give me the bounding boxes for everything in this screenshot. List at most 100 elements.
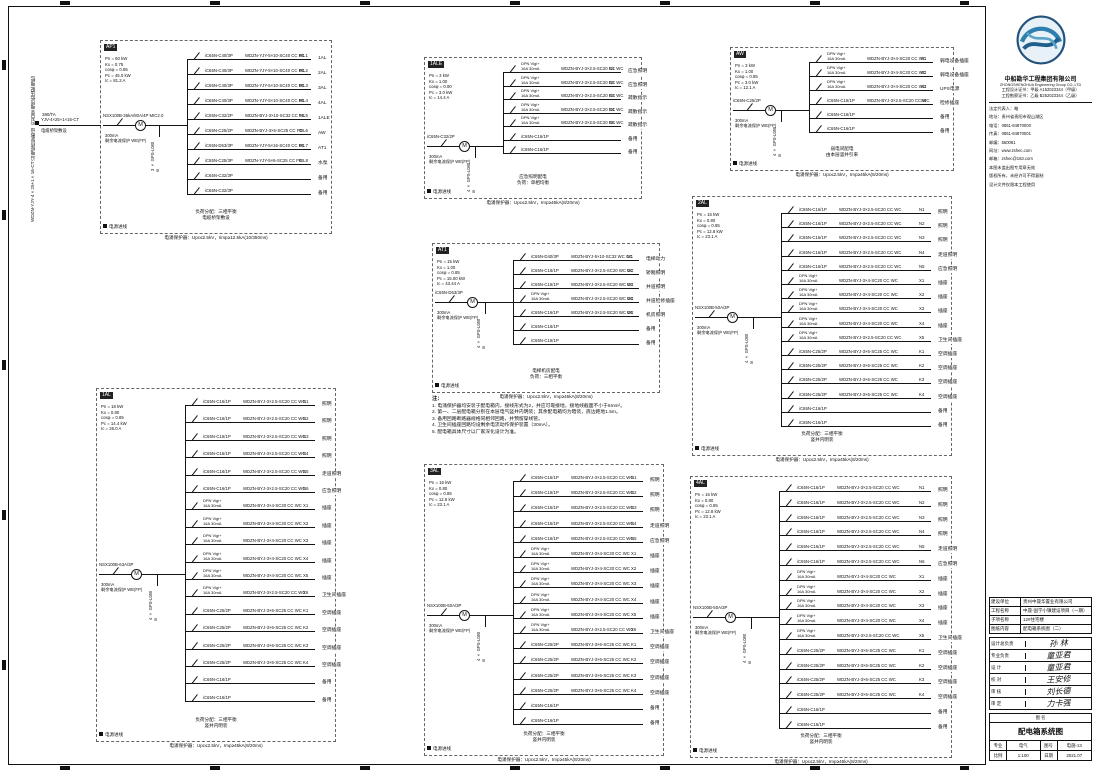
cable-spec-label: WDZN-YJY-5×10-SC40 CC FC xyxy=(245,53,305,58)
cable-spec-label: WDZN-BYJ-3×2.5-SC20 CC WC xyxy=(839,263,902,269)
circuit-line xyxy=(513,724,643,726)
cable-spec-label: WDZN-BYJ-3×2.5-SC20 CC WC xyxy=(561,93,624,98)
circuit-number: K4 xyxy=(919,692,925,698)
cable-spec-label: WDZN-BYJ-3×2.5-SC20 CC WC xyxy=(561,79,624,85)
load-label: 备用 xyxy=(321,697,332,704)
circuit-number: N3 xyxy=(303,433,309,439)
panel-footer: 负荷分配：三相平衡竖井内明装 xyxy=(425,731,663,743)
signature-role: 审 核 xyxy=(990,688,1026,695)
circuit-line xyxy=(503,72,621,73)
circuit-number: X3 xyxy=(919,603,925,609)
breaker-label: iC65N-C16/1P xyxy=(799,420,827,425)
circuit-line xyxy=(513,587,643,589)
load-label: 插座 xyxy=(321,523,332,530)
load-label: 空调插座 xyxy=(937,352,958,358)
circuit-number: WL8 xyxy=(299,158,308,163)
bus-line xyxy=(185,405,186,701)
load-label: 插座 xyxy=(937,576,948,583)
breaker-label: iC65N-C16/1P xyxy=(799,207,827,212)
cable-spec-label: WDZN-BYJ-3×4-SC20 CC WC xyxy=(839,320,898,326)
circuit-number: WL7 xyxy=(299,143,308,148)
panel-footer-line: 负荷分配：三相平衡 xyxy=(195,209,237,214)
breaker-label: iC65N-C16/1P xyxy=(797,559,825,564)
breaker-label: iC65N-C25/2P xyxy=(797,692,825,698)
circuit-number: S4 xyxy=(921,98,927,103)
company-name-en: ZHONGSHENGHUA Engineering Group CO.,LTD xyxy=(999,83,1082,87)
circuit-line xyxy=(809,118,933,119)
notes-title: 注： xyxy=(432,396,443,402)
breaker-label: iC65N-C16/1P xyxy=(827,112,855,117)
circuit-line xyxy=(781,213,931,214)
cable-spec-label: WDZN-BYJ-3×2.5-SC20 CC WC xyxy=(837,529,900,535)
rcd-line: 300mA xyxy=(101,582,115,587)
circuit-number: N5 xyxy=(631,535,637,541)
panel-footer-line: 电梯机房配电 xyxy=(532,368,560,373)
load-info-line: Pn = 16 kW xyxy=(695,492,718,497)
breaker-label: DPN Vigi+ xyxy=(799,273,818,278)
load-label: 备用 xyxy=(939,129,950,135)
cable-spec-label: WDZN-BYJ-3×2.5-SC20 CC WC xyxy=(561,66,624,71)
rcd-line: 剩余电流保护 WE(FP) xyxy=(437,315,479,321)
panel-footer-line: 负荷：单相均衡 xyxy=(516,179,550,185)
breaker-label: iC65N-C16/1P xyxy=(521,133,549,139)
breaker-label: iC65N-C16/1P xyxy=(531,718,559,724)
cable-spec-label: WDZN-BYJ-3×6-SC25 CC WC xyxy=(243,607,302,613)
circuit-number: X1 xyxy=(919,278,925,283)
breaker-rating-label: 16A 30mA xyxy=(797,603,816,609)
breaker-label: iC65N-C32/3P xyxy=(205,188,233,193)
breaker-label: DPN Vigi+ xyxy=(797,598,816,604)
breaker-label: iC65N-C25/2P xyxy=(797,647,825,653)
circuit-number: N6 xyxy=(919,559,925,564)
panel-footer-line: 负荷分配：三相平衡 xyxy=(800,733,842,738)
circuit-line xyxy=(779,579,931,581)
cable-spec-label: WDZN-BYJ-3×2.5-SC20 CC WC xyxy=(837,633,900,638)
spd-label: 4 × GPS-L080 xyxy=(148,590,153,620)
breaker-rating-label: 16A 30mA xyxy=(827,84,846,89)
load-info-line: Pc = 14.4 kW xyxy=(101,420,127,426)
spd-bottom-note: 电涌保护器：Upc≤2.5kV，Imp≥45kA(8/20ms) xyxy=(486,200,580,205)
cable-spec-label: WDZN-BYJ-3×6-SC25 CC WC xyxy=(839,349,898,354)
incoming-tag: 电源进线 xyxy=(693,748,717,754)
company-info-line: 版权所有，未经许可不得复制 xyxy=(989,173,1044,179)
circuit-number: M3 xyxy=(627,282,633,287)
load-label: 应急照明 xyxy=(627,82,648,89)
circuit-line xyxy=(513,344,639,345)
load-label: 空调插座 xyxy=(937,695,958,702)
circuit-number: N1 xyxy=(303,399,309,404)
cable-spec-label: WDZN-BYJ-3×4-SC20 CC WC xyxy=(837,603,896,609)
load-label: 照明 xyxy=(937,238,948,245)
load-info-line: cosφ = 0.90 xyxy=(429,84,452,90)
load-label: 4AL xyxy=(317,101,327,107)
cable-spec-label: WDZN-YJY-5×10-SC40 CC FC xyxy=(245,68,305,73)
ground-symbol: ≡ xyxy=(482,658,486,664)
company-name-cn: 中船勘华工程集团有限公司 xyxy=(1004,77,1077,83)
circuit-line xyxy=(513,633,643,634)
cable-spec-label: WDZN-BYJ-3×4-SC20 CC WC xyxy=(571,581,630,587)
circuit-line xyxy=(185,457,315,459)
load-info-line: cosφ = 0.85 xyxy=(695,503,718,509)
incoming-line xyxy=(693,617,779,618)
load-label: 照明 xyxy=(937,502,948,509)
load-label: 插座 xyxy=(649,554,660,560)
circuit-line xyxy=(781,241,931,243)
circuit-number: X6 xyxy=(303,590,309,596)
load-label: 插座 xyxy=(649,584,660,591)
circuit-line xyxy=(185,492,315,493)
bus-line xyxy=(187,59,188,194)
panel-footer-line: 由本层竖井引来 xyxy=(825,151,859,157)
cable-spec-label: WDZN-YJY-5×6-SC25 CC FC xyxy=(245,158,303,163)
company-info-line: 法定代表人：略 xyxy=(989,106,1019,111)
cable-spec-label: WDZN-BYJ-3×2.5-SC20 CC WC xyxy=(243,590,306,596)
cable-spec-label: WDZN-BYJ-3×2.5-SC20 CC WC xyxy=(867,98,930,103)
circuit-line xyxy=(185,561,315,563)
circuit-line xyxy=(781,411,931,413)
load-info-line: Kx = 0.75 xyxy=(105,61,124,67)
circuit-line xyxy=(779,491,931,492)
breaker-rating-label: 16A 30mA xyxy=(531,566,550,572)
signature-role: 设 计 xyxy=(990,664,1026,671)
spd-label: 3 × GPS-L080 xyxy=(150,141,155,171)
breaker-label: DPN Vigi+ xyxy=(521,88,540,93)
company-info-line: 邮箱：zshec@163.com xyxy=(989,156,1033,162)
